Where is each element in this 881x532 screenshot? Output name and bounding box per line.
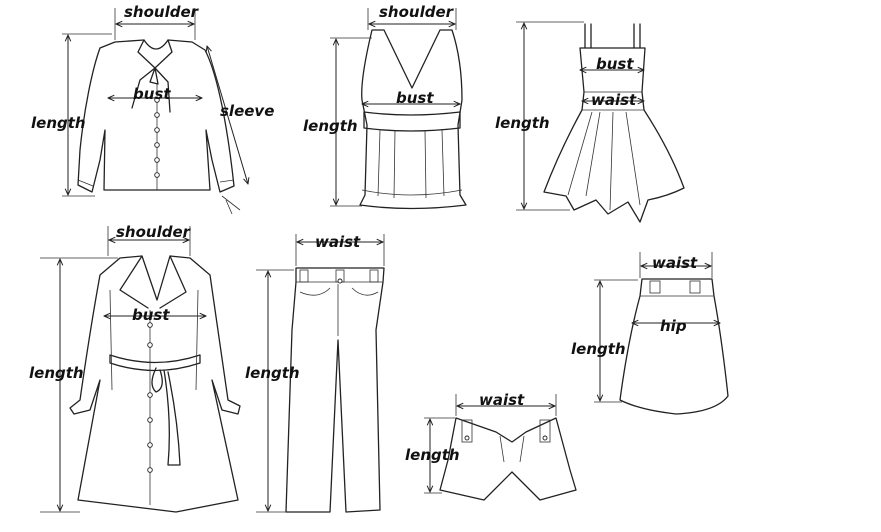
pants-measurements: waist length: [245, 233, 385, 513]
tank-garment: [359, 29, 467, 210]
coat-bust-label: bust: [132, 306, 170, 324]
shorts-measurements: waist length: [405, 391, 557, 494]
pants-length-label: length: [245, 364, 300, 382]
tank-shoulder-label: shoulder: [379, 3, 455, 21]
shirt-length-label: length: [31, 114, 86, 132]
skirt-waist-label: waist: [652, 254, 698, 272]
skirt-measurements: waist hip length: [571, 252, 720, 403]
coat-garment: [69, 255, 241, 513]
dress-length-label: length: [495, 114, 550, 132]
tank-length-label: length: [303, 117, 358, 135]
skirt-garment: [619, 278, 729, 415]
skirt-hip-label: hip: [660, 317, 687, 335]
dress-bust-label: bust: [596, 55, 634, 73]
shirt-sleeve-arrow: [207, 46, 248, 184]
coat-shoulder-label: shoulder: [116, 223, 192, 241]
shorts-waist-label: waist: [479, 391, 525, 409]
shorts-garment: [439, 417, 577, 501]
shirt-garment: [77, 39, 241, 215]
pants-garment: [285, 267, 385, 513]
dress-garment: [543, 23, 685, 223]
shirt-measurements: shoulder bust length sleeve: [31, 3, 274, 197]
shorts-length-label: length: [405, 446, 460, 464]
tank-bust-label: bust: [396, 89, 434, 107]
skirt-length-label: length: [571, 340, 626, 358]
tank-measurements: shoulder bust length: [303, 3, 460, 207]
shirt-shoulder-label: shoulder: [124, 3, 200, 21]
dress-measurements: bust waist length: [495, 21, 644, 211]
shirt-bust-label: bust: [133, 85, 171, 103]
coat-measurements: shoulder bust length: [29, 223, 206, 513]
coat-length-label: length: [29, 364, 84, 382]
shirt-sleeve-label: sleeve: [220, 102, 274, 120]
dress-waist-label: waist: [591, 91, 637, 109]
pants-waist-label: waist: [315, 233, 361, 251]
